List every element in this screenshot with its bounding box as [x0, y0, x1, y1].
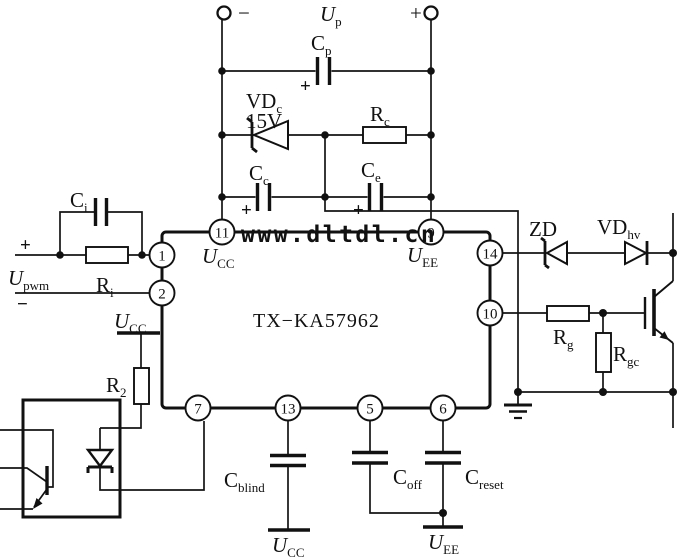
cc-polarity: +	[241, 200, 252, 221]
pin-9-number: 9	[427, 226, 435, 242]
pin-11-number: 11	[215, 226, 229, 242]
optocoupler-box	[21, 398, 122, 519]
positive-terminal	[423, 5, 439, 21]
ground-symbol	[504, 392, 532, 420]
supply-plus-sign: +	[410, 1, 422, 25]
pin-7-number: 7	[194, 402, 202, 418]
zd-label: ZD	[529, 217, 557, 241]
vdc-label: VDc	[246, 89, 282, 116]
r2-resistor	[133, 367, 150, 405]
pin-1-number: 1	[158, 249, 166, 265]
pin-11: 11	[208, 218, 236, 246]
rg-resistor	[546, 305, 590, 322]
ucc-bottom-label: UCC	[272, 533, 305, 558]
cp-polarity: +	[300, 76, 311, 97]
pin-1: 1	[148, 241, 176, 269]
input-minus-sign: −	[17, 294, 28, 315]
pin-5: 5	[356, 394, 384, 422]
coff-label: Coff	[393, 465, 423, 492]
rc-label: Rc	[370, 102, 390, 129]
wire-r2-branch	[100, 333, 142, 429]
ce-polarity: +	[353, 200, 364, 221]
negative-terminal	[216, 5, 232, 21]
ic-uee-pin-label: UEE	[407, 243, 438, 270]
wire-coff	[369, 408, 443, 514]
ci-capacitor	[93, 198, 109, 226]
input-plus-sign: +	[20, 235, 31, 256]
supply-minus-sign: −	[238, 1, 250, 25]
pin-13: 13	[274, 394, 302, 422]
pin-10: 10	[476, 299, 504, 327]
rg-label: Rg	[553, 325, 574, 352]
wire-ci-branch	[59, 211, 143, 255]
supply-terminals	[216, 5, 439, 21]
r2-label: R2	[106, 373, 127, 400]
cblind-capacitor	[270, 453, 306, 468]
pin-2-number: 2	[158, 287, 166, 303]
igbt-emitter-arrow	[659, 331, 669, 340]
cblind-label: Cblind	[224, 468, 265, 495]
pin-9: 9	[417, 218, 445, 246]
rc-resistor	[362, 126, 407, 144]
rgc-label: Rgc	[613, 342, 640, 369]
resistors	[85, 126, 612, 405]
vdc-value: 15V	[246, 109, 282, 133]
wire-opto-diode	[99, 421, 205, 491]
ucc-left-label: UCC	[114, 309, 147, 336]
rail-bars	[117, 331, 463, 532]
ci-label: Ci	[70, 188, 88, 215]
pin-6-number: 6	[439, 402, 447, 418]
cp-capacitor	[315, 57, 332, 85]
pin-6: 6	[429, 394, 457, 422]
rgc-resistor	[595, 332, 612, 373]
up-label: Up	[320, 2, 342, 29]
ic-part-number: TX−KA57962	[253, 310, 380, 332]
pin-5-number: 5	[366, 402, 374, 418]
junction-dots	[56, 67, 677, 517]
pin-10-number: 10	[483, 307, 498, 323]
capacitor-plates	[93, 57, 461, 468]
creset-label: Creset	[465, 465, 504, 492]
ri-resistor	[85, 246, 129, 264]
watermark-text: www.dltdl.cn	[241, 222, 437, 248]
upwm-label: Upwm	[8, 266, 49, 293]
cc-label: Cc	[249, 161, 269, 188]
pin-14-number: 14	[483, 247, 499, 263]
ri-label: Ri	[96, 273, 114, 300]
pin-13-number: 13	[281, 402, 296, 418]
zd-diode	[540, 236, 568, 270]
igbt-transistor	[643, 280, 674, 344]
uee-bottom-label: UEE	[428, 530, 459, 557]
pin-7: 7	[184, 394, 212, 422]
vdc-diode	[246, 116, 289, 154]
ce-capacitor	[367, 183, 384, 211]
coff-capacitor	[352, 450, 388, 465]
ic-pins: 11 9 1 2 14 10 7 13	[148, 218, 504, 422]
wire-bypass-to-ground	[324, 197, 519, 392]
pin-2: 2	[148, 279, 176, 307]
opto-diode	[85, 448, 115, 473]
vdhv-diode	[624, 240, 649, 266]
opto-transistor	[33, 466, 49, 509]
cc-capacitor	[255, 183, 272, 211]
cp-label: Cp	[311, 31, 332, 58]
ce-label: Ce	[361, 158, 381, 185]
pin-14: 14	[476, 239, 504, 267]
creset-capacitor	[425, 450, 461, 465]
vdhv-label: VDhv	[597, 215, 641, 242]
wire-opto-transistor-leads	[0, 429, 54, 510]
ic-ucc-pin-label: UCC	[202, 244, 235, 271]
